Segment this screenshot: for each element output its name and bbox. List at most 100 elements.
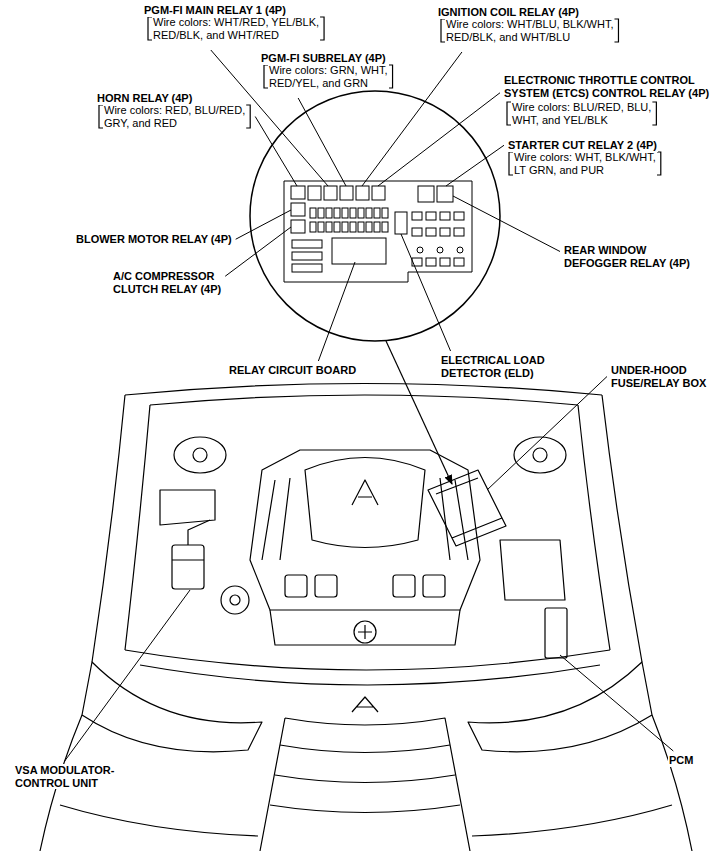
relay bbox=[372, 186, 385, 200]
bracket bbox=[614, 19, 618, 42]
engine-bay bbox=[230, 595, 240, 605]
part-label: PGM-FI MAIN RELAY 1 (4P) bbox=[143, 4, 287, 17]
leader-line bbox=[225, 227, 291, 276]
fuse bbox=[310, 208, 316, 218]
text-line: PGM-FI MAIN RELAY 1 (4P) bbox=[144, 4, 286, 17]
leader-line bbox=[378, 93, 500, 186]
engine-bay bbox=[140, 665, 600, 685]
fuse bbox=[342, 222, 348, 232]
fuse-box-detail bbox=[284, 181, 472, 282]
part-label: ELECTRONIC THROTTLE CONTROL SYSTEM (ETCS… bbox=[503, 74, 710, 99]
fuse bbox=[412, 228, 422, 236]
engine-bay bbox=[472, 805, 672, 836]
relay bbox=[308, 186, 321, 200]
fuse-box-detail bbox=[284, 181, 472, 282]
engine-bay bbox=[221, 586, 249, 614]
text-line: IGNITION COIL RELAY (4P) bbox=[438, 6, 579, 19]
text-line: GRY, and RED bbox=[104, 117, 245, 130]
fuse bbox=[350, 208, 356, 218]
text-line: A/C COMPRESSOR bbox=[113, 270, 221, 283]
text-line: RELAY CIRCUIT BOARD bbox=[229, 364, 356, 377]
relay bbox=[437, 186, 453, 202]
part-label: PCM bbox=[668, 754, 694, 767]
text-line: RED/YEL, and GRN bbox=[269, 77, 388, 90]
fuse-box-detail bbox=[437, 247, 443, 253]
fuse-box-detail bbox=[417, 247, 423, 253]
part-label: A/C COMPRESSOR CLUTCH RELAY (4P) bbox=[112, 270, 222, 295]
fuse bbox=[382, 222, 388, 232]
fuse bbox=[426, 228, 436, 236]
text-line: CLUTCH RELAY (4P) bbox=[113, 283, 221, 296]
fuse bbox=[366, 208, 372, 218]
fuse bbox=[334, 222, 340, 232]
engine-bay bbox=[352, 697, 378, 712]
fuse-box-detail bbox=[292, 252, 322, 260]
text-line: Wire colors: WHT, BLK/WHT, bbox=[514, 151, 656, 164]
leader-line bbox=[560, 655, 673, 751]
part-label: PGM-FI SUBRELAY (4P) bbox=[260, 52, 387, 65]
text-line: CONTROL UNIT bbox=[15, 777, 114, 790]
relay bbox=[291, 203, 305, 216]
part-label: VSA MODULATOR- CONTROL UNIT bbox=[14, 764, 115, 789]
engine-bay bbox=[125, 650, 610, 670]
text-line: HORN RELAY (4P) bbox=[97, 92, 192, 105]
text-line: PCM bbox=[669, 754, 693, 767]
relay bbox=[291, 186, 305, 199]
fuse bbox=[454, 212, 464, 220]
engine-bay bbox=[160, 490, 215, 525]
fuse bbox=[350, 222, 356, 232]
relay bbox=[291, 220, 305, 233]
fuse bbox=[374, 208, 380, 218]
fuse bbox=[440, 258, 450, 266]
electrical-load-detector bbox=[395, 212, 407, 234]
engine-bay bbox=[468, 662, 652, 752]
wire-colors-note: Wire colors: RED, BLU/RED, GRY, and RED bbox=[103, 104, 246, 129]
wire-colors-note: Wire colors: BLU/RED, BLU, WHT, and YEL/… bbox=[511, 101, 652, 126]
fuse-box-detail bbox=[457, 247, 463, 253]
fuse bbox=[318, 222, 324, 232]
wire-colors-note: Wire colors: GRN, WHT, RED/YEL, and GRN bbox=[268, 64, 389, 89]
fuse bbox=[382, 208, 388, 218]
leader-line bbox=[401, 234, 451, 351]
part-label: STARTER CUT RELAY 2 (4P) bbox=[507, 139, 658, 152]
text-line: DEFOGGER RELAY (4P) bbox=[564, 257, 690, 270]
engine-bay bbox=[174, 437, 226, 473]
text-line: Wire colors: WHT/BLU, BLK/WHT, bbox=[446, 18, 613, 31]
text-line: RED/BLK, and WHT/RED bbox=[153, 29, 319, 42]
fuse bbox=[426, 258, 436, 266]
engine-bay bbox=[652, 715, 692, 851]
engine-bay bbox=[514, 437, 566, 473]
fuse bbox=[440, 212, 450, 220]
text-line: ELECTRICAL LOAD bbox=[441, 354, 545, 367]
text-line: FUSE/RELAY BOX bbox=[611, 377, 706, 390]
text-line: RED/BLK, and WHT/BLU bbox=[446, 31, 613, 44]
part-label: UNDER-HOOD FUSE/RELAY BOX bbox=[610, 364, 707, 389]
fuse bbox=[318, 208, 324, 218]
engine-bay bbox=[315, 575, 337, 597]
leader-line bbox=[487, 377, 607, 491]
fuse bbox=[454, 228, 464, 236]
fuse bbox=[440, 228, 450, 236]
text-line: LT GRN, and PUR bbox=[514, 164, 656, 177]
bracket bbox=[657, 152, 661, 175]
bracket bbox=[320, 17, 324, 40]
engine-bay bbox=[40, 384, 692, 851]
engine-bay bbox=[150, 395, 578, 405]
text-line: UNDER-HOOD bbox=[611, 364, 706, 377]
engine-bay bbox=[270, 610, 460, 645]
leader-line bbox=[298, 98, 346, 186]
fuse bbox=[412, 258, 422, 266]
relay bbox=[356, 186, 369, 200]
engine-bay bbox=[602, 395, 642, 662]
bracket bbox=[246, 105, 250, 128]
relay-circuit-board bbox=[332, 238, 386, 264]
engine-bay bbox=[578, 405, 610, 650]
bracket bbox=[389, 65, 393, 88]
engine-bay bbox=[393, 575, 415, 597]
part-label: REAR WINDOW DEFOGGER RELAY (4P) bbox=[563, 244, 691, 269]
fuse bbox=[366, 222, 372, 232]
wire-colors-note: Wire colors: WHT/RED, YEL/BLK, RED/BLK, … bbox=[152, 16, 320, 41]
engine-bay bbox=[423, 575, 445, 597]
engine-bay bbox=[82, 662, 262, 752]
text-line: SYSTEM (ETCS) CONTROL RELAY (4P) bbox=[504, 87, 709, 100]
